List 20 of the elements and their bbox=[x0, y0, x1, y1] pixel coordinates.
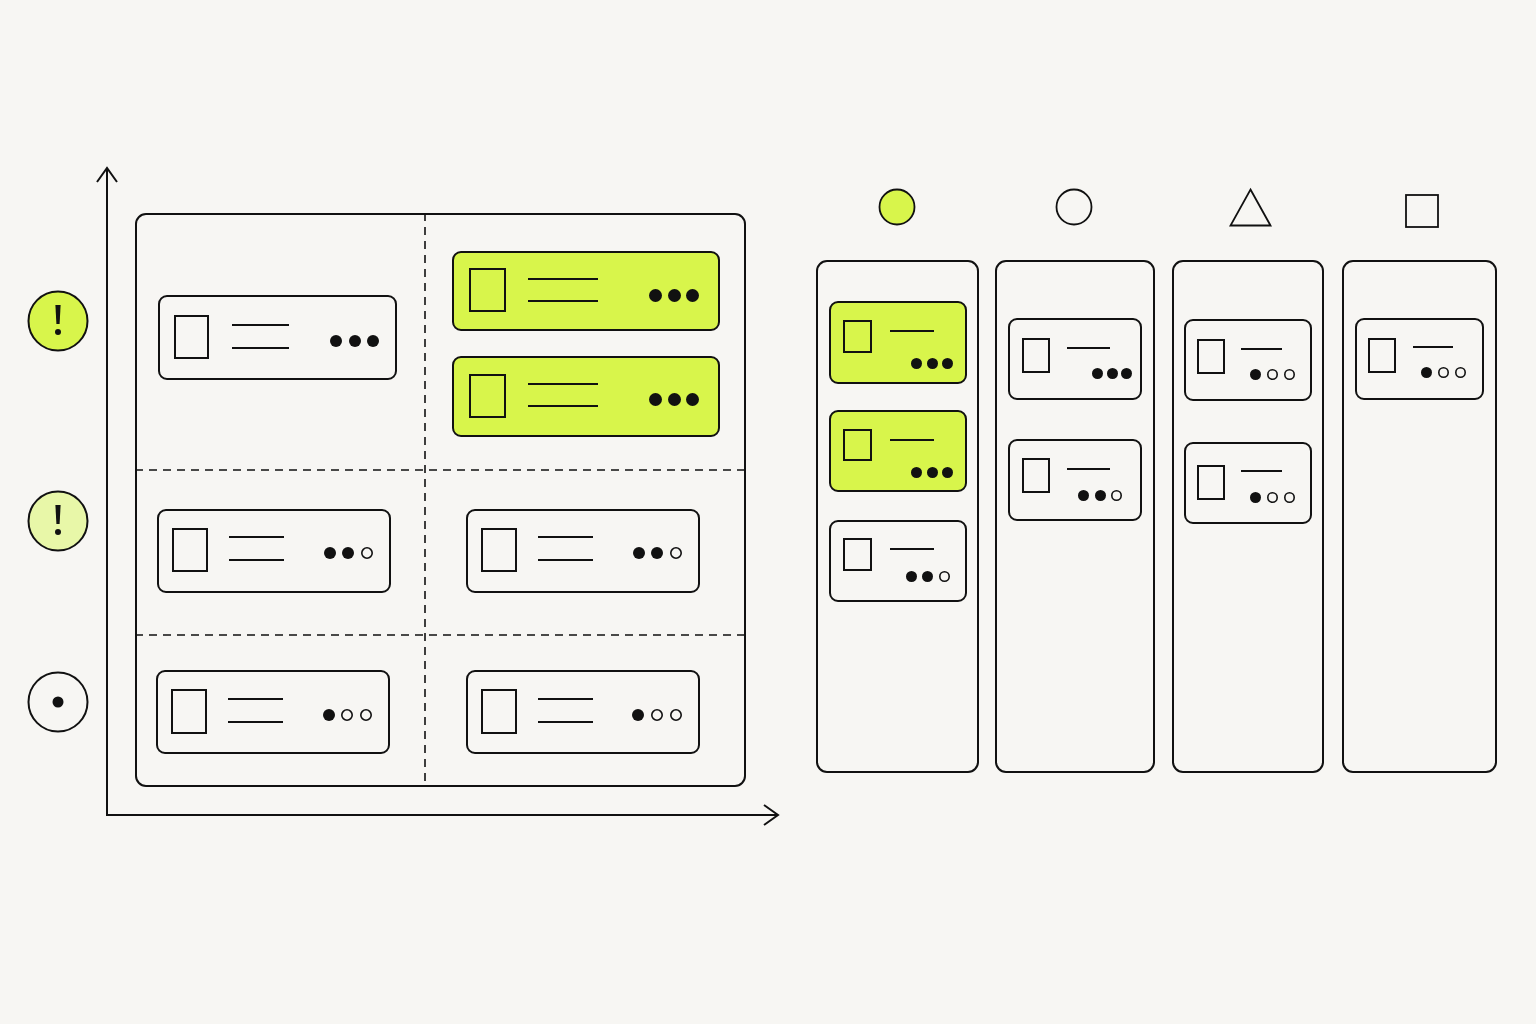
board-column bbox=[1172, 260, 1324, 773]
task-card bbox=[1184, 319, 1312, 401]
task-card bbox=[466, 670, 700, 754]
board-column bbox=[816, 260, 979, 773]
grid-panel bbox=[135, 213, 746, 787]
task-card bbox=[1355, 318, 1484, 400]
task-card bbox=[829, 301, 967, 384]
task-card bbox=[156, 670, 390, 754]
task-card bbox=[1008, 439, 1142, 521]
board-column bbox=[995, 260, 1155, 773]
task-card bbox=[466, 509, 700, 593]
task-card bbox=[452, 251, 720, 331]
board-column bbox=[1342, 260, 1497, 773]
task-card bbox=[158, 295, 397, 380]
task-card bbox=[452, 356, 720, 437]
task-card bbox=[1008, 318, 1142, 400]
task-card bbox=[1184, 442, 1312, 524]
task-card bbox=[157, 509, 391, 593]
task-card bbox=[829, 410, 967, 492]
task-card bbox=[829, 520, 967, 602]
